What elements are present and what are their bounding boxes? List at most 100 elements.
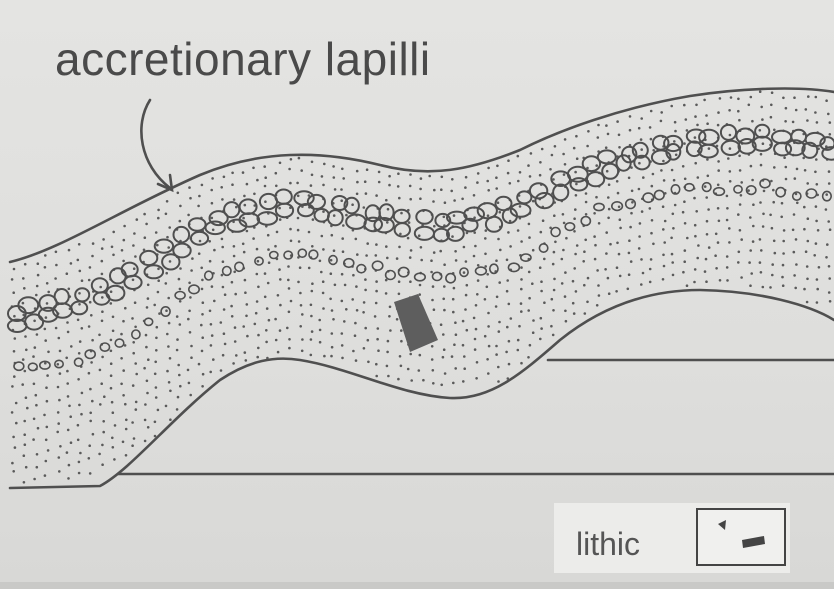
small-lapillus — [132, 330, 140, 339]
ash-dot — [760, 153, 763, 156]
ash-dot — [77, 319, 80, 322]
ash-dot — [520, 278, 523, 281]
ash-dot — [122, 369, 125, 372]
ash-dot — [694, 224, 697, 227]
ash-dot — [13, 315, 16, 318]
ash-dot — [627, 288, 630, 291]
ash-dot — [760, 249, 763, 252]
ash-dot — [806, 265, 809, 268]
ash-dot — [564, 163, 567, 166]
ash-dot — [717, 207, 720, 210]
ash-dot — [498, 330, 501, 333]
ash-dot — [825, 193, 828, 196]
ash-dot — [409, 198, 412, 201]
ash-dot — [111, 246, 114, 249]
ash-dot — [451, 178, 454, 181]
ash-dot — [98, 453, 101, 456]
ash-dot — [110, 374, 113, 377]
ash-dot — [147, 426, 150, 429]
ash-dot — [815, 205, 818, 208]
ash-dot — [794, 177, 797, 180]
ash-dot — [440, 384, 443, 387]
ash-dot — [760, 271, 763, 274]
ash-dot — [409, 353, 412, 356]
ash-dot — [322, 307, 325, 310]
ash-dot — [420, 246, 423, 249]
ash-dot — [685, 118, 688, 121]
ash-dot — [311, 290, 314, 293]
ash-dot — [363, 206, 366, 209]
lapillus — [122, 263, 138, 277]
ash-dot — [66, 272, 69, 275]
ash-dot — [37, 262, 40, 265]
ash-dot — [312, 218, 315, 221]
ash-dot — [484, 237, 487, 240]
ash-dot — [167, 246, 170, 249]
ash-dot — [253, 193, 256, 196]
ash-dot — [264, 272, 267, 275]
ash-dot — [816, 121, 819, 124]
ash-dot — [431, 358, 434, 361]
ash-dot — [155, 386, 158, 389]
ash-dot — [385, 245, 388, 248]
ash-dot — [433, 225, 436, 228]
ash-dot — [266, 307, 269, 310]
ash-dot — [595, 196, 598, 199]
ash-dot — [200, 267, 203, 270]
ash-dot — [783, 156, 786, 159]
ash-dot — [759, 261, 762, 264]
ash-dot — [729, 134, 732, 137]
ash-dot — [593, 212, 596, 215]
ash-dot — [486, 180, 489, 183]
ash-dot — [442, 333, 445, 336]
ash-dot — [212, 229, 215, 232]
ash-dot — [101, 273, 104, 276]
ash-dot — [477, 264, 480, 267]
ash-dot — [552, 263, 555, 266]
ash-dot — [112, 231, 115, 234]
small-lapillus — [298, 249, 306, 257]
ash-dot — [596, 304, 599, 307]
ash-dot — [68, 288, 71, 291]
ash-dot — [92, 433, 95, 436]
ash-dot — [760, 164, 763, 167]
ash-dot — [153, 304, 156, 307]
ash-dot — [342, 250, 345, 253]
ash-dot — [290, 300, 293, 303]
ash-dot — [352, 274, 355, 277]
ash-dot — [517, 339, 520, 342]
ash-dot — [782, 97, 785, 100]
ash-dot — [495, 345, 498, 348]
ash-dot — [375, 254, 378, 257]
ash-dot — [201, 350, 204, 353]
ash-dot — [619, 227, 622, 230]
lapillus — [772, 131, 791, 143]
small-lapillus — [539, 244, 547, 252]
ash-dot — [331, 234, 334, 237]
ash-dot — [110, 302, 113, 305]
ash-dot — [670, 237, 673, 240]
ash-dot — [188, 382, 191, 385]
ash-dot — [759, 238, 762, 241]
ash-dot — [321, 235, 324, 238]
ash-dot — [157, 268, 160, 271]
ash-dot — [244, 204, 247, 207]
lapillus — [191, 232, 208, 245]
ash-dot — [565, 237, 568, 240]
ash-dot — [209, 260, 212, 263]
ash-dot — [587, 130, 590, 133]
ash-dot — [287, 279, 290, 282]
ash-dot — [289, 228, 292, 231]
ash-dot — [275, 172, 278, 175]
ash-dot — [486, 358, 489, 361]
ash-dot — [517, 229, 520, 232]
ash-dot — [387, 375, 390, 378]
ash-dot — [618, 146, 621, 149]
ash-dot — [134, 326, 137, 329]
ash-dot — [828, 277, 831, 280]
ash-dot — [187, 318, 190, 321]
ash-dot — [66, 370, 69, 373]
ash-dot — [135, 408, 138, 411]
ash-dot — [81, 327, 84, 330]
ash-dot — [717, 111, 720, 114]
